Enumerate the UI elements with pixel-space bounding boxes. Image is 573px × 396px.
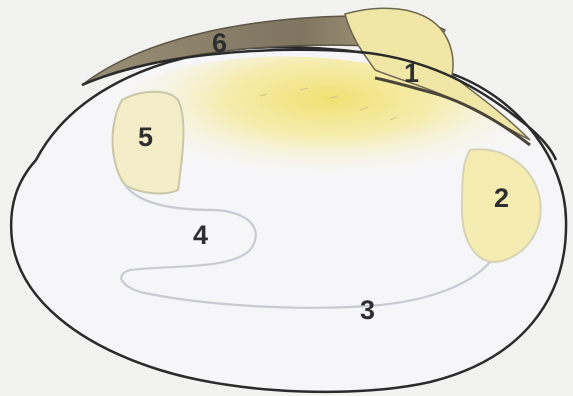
label-1: 1 xyxy=(404,58,419,88)
label-5: 5 xyxy=(138,122,153,152)
label-2: 2 xyxy=(494,183,509,213)
label-6: 6 xyxy=(212,28,227,58)
label-4: 4 xyxy=(193,220,208,250)
label-3: 3 xyxy=(360,295,375,325)
